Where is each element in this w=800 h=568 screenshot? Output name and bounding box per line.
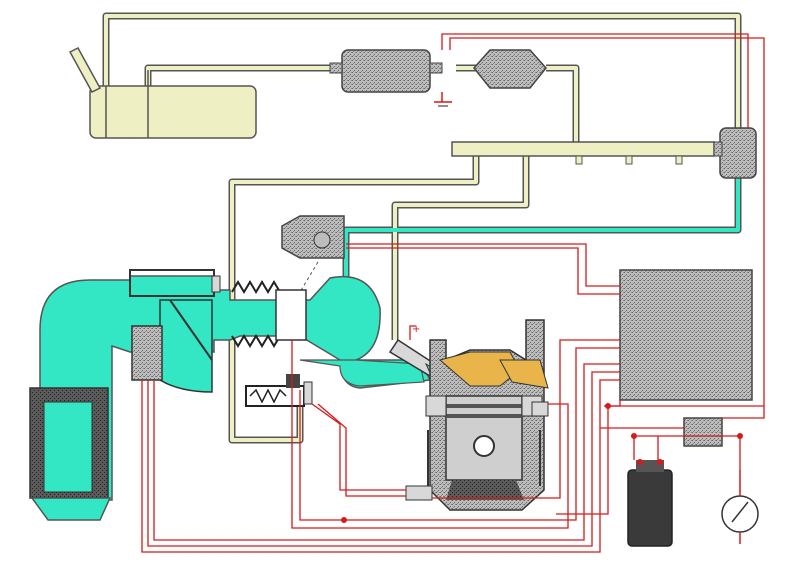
wiring [141,33,765,553]
fuel-filter [473,49,547,89]
engine-cylinder [425,319,549,511]
intake-plenum [299,359,425,387]
relay [683,417,723,447]
air-flow-meter [129,269,221,393]
cold-start-valve [245,374,313,407]
temperature-sensor [405,401,549,501]
battery-plus-label: + [412,324,420,335]
ecu [619,269,753,401]
wire-junctions [341,403,743,523]
auxiliary-air-valve [281,215,345,293]
fuel-rail [451,141,715,165]
fuel-tank [68,47,257,139]
ignition-switch [721,495,759,544]
ignition-coil [627,459,673,547]
fuel-pump [329,49,452,107]
thermo-time-switch [275,289,307,341]
pressure-regulator [713,127,757,179]
